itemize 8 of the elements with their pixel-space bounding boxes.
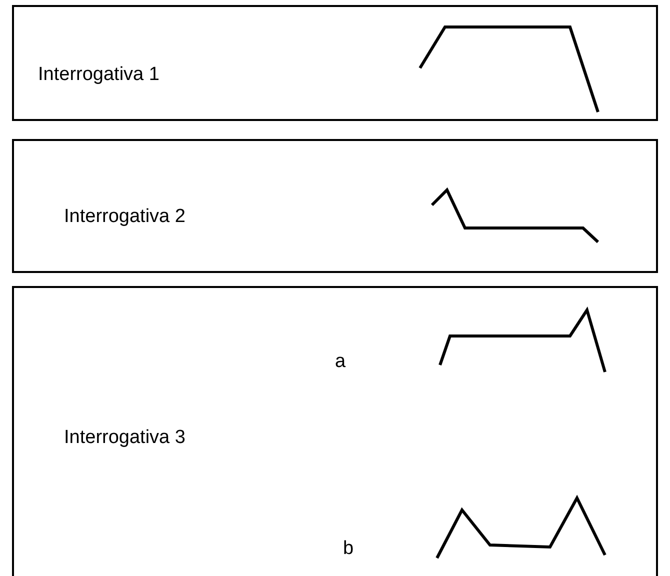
- panel: [12, 139, 658, 273]
- contour-label: a: [335, 352, 346, 371]
- panel-title: Interrogativa 1: [38, 65, 160, 84]
- panel: [12, 5, 658, 121]
- panel-title: Interrogativa 2: [64, 207, 186, 226]
- panel-title: Interrogativa 3: [64, 428, 186, 447]
- contour-label: b: [343, 539, 354, 558]
- panel: [12, 286, 658, 576]
